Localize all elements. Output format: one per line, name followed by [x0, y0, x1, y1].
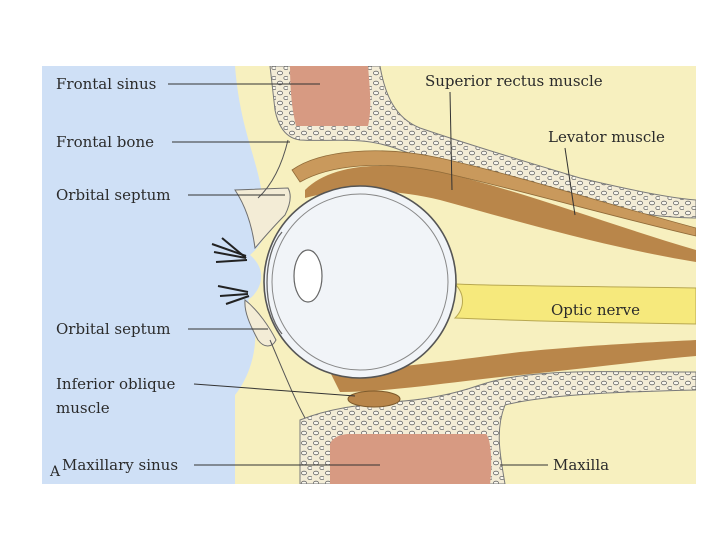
label-orbital-septum-lower: Orbital septum: [56, 320, 171, 338]
label-optic-nerve: Optic nerve: [551, 301, 640, 319]
label-inferior-oblique-line2: muscle: [56, 399, 110, 417]
label-orbital-septum-upper: Orbital septum: [56, 186, 171, 204]
label-levator: Levator muscle: [548, 128, 665, 146]
label-superior-rectus: Superior rectus muscle: [425, 72, 603, 90]
inferior-oblique-muscle: [348, 391, 400, 407]
label-maxilla: Maxilla: [553, 456, 609, 474]
figure-letter: A: [49, 464, 61, 480]
label-frontal-bone: Frontal bone: [56, 133, 154, 151]
frontal-sinus: [290, 66, 370, 126]
eyeball: [264, 186, 456, 378]
maxillary-sinus: [330, 434, 491, 484]
lens: [294, 250, 322, 302]
label-inferior-oblique-line1: Inferior oblique: [56, 375, 175, 393]
label-maxillary-sinus: Maxillary sinus: [62, 456, 178, 474]
label-frontal-sinus: Frontal sinus: [56, 75, 156, 93]
